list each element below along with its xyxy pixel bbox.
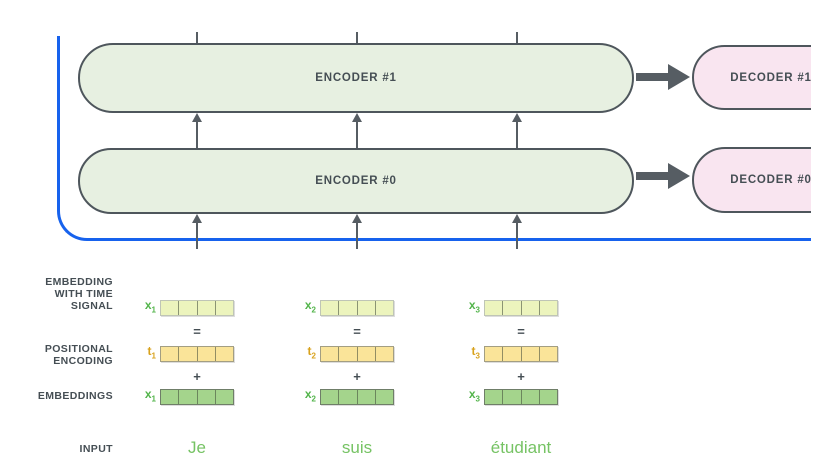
input-label: INPUT [0,443,113,455]
t3-label: t3 [471,344,480,361]
positional-encoding-vector [484,346,558,362]
up-arrow-icon [191,214,203,249]
embedding-vector-row: x1 [132,387,234,405]
embeddings-label: EMBEDDINGS [0,390,113,402]
x3-label: x3 [468,298,480,315]
up-arrow-icon [351,113,363,148]
equals-operator: = [193,324,201,339]
encoder-1-label: ENCODER #1 [315,72,397,84]
label-line: INPUT [79,443,113,455]
equals-operator: = [353,324,361,339]
encoder-stack-outline [57,36,811,241]
x2-label: x2 [304,387,316,404]
decoder-1-box: DECODER #1 [692,45,811,110]
encoder-1-box: ENCODER #1 [78,43,634,113]
positional-encoding-vector [160,346,234,362]
plus-operator: + [517,369,525,384]
up-arrow-icon [191,113,203,148]
decoder-0-label: DECODER #0 [730,174,811,186]
right-clip-region: DECODER #1 DECODER #0 [57,36,811,241]
decoder-0-box: DECODER #0 [692,147,811,213]
embedding-vector [160,389,234,405]
encoder-0-box: ENCODER #0 [78,148,634,214]
positional-encoding-vector [320,346,394,362]
label-line: POSITIONAL [44,343,113,355]
x3-label: x3 [468,387,480,404]
t1-label: t1 [147,344,156,361]
positional-encoding-label: POSITIONAL ENCODING [0,343,113,367]
up-arrow-icon [511,113,523,148]
positional-encoding-vector-row: t2 [292,344,394,362]
up-arrow-icon [511,214,523,249]
input-word: Je [188,438,206,457]
plus-operator: + [353,369,361,384]
x1-label: x1 [144,387,156,404]
label-line: WITH TIME [54,288,113,300]
positional-encoding-vector-row: t1 [132,344,234,362]
label-line: EMBEDDING [45,276,113,288]
plus-operator: + [193,369,201,384]
t2-label: t2 [307,344,316,361]
label-line: ENCODING [53,355,113,367]
x2-label: x2 [304,298,316,315]
embedding-with-time-vector [320,300,394,316]
time-signal-vector-row: x1 [132,298,234,316]
embedding-vector [320,389,394,405]
decoder-1-label: DECODER #1 [730,71,811,84]
x1-label: x1 [144,298,156,315]
embedding-with-time-signal-label: EMBEDDING WITH TIME SIGNAL [0,276,113,312]
time-signal-vector-row: x3 [456,298,558,316]
output-stub-line [195,32,198,43]
label-line: EMBEDDINGS [37,390,113,402]
output-stub-line [515,32,518,43]
encoder-to-decoder-arrow-icon [636,64,690,90]
equals-operator: = [517,324,525,339]
embedding-vector-row: x2 [292,387,394,405]
positional-encoding-vector-row: t3 [456,344,558,362]
up-arrow-icon [351,214,363,249]
embedding-vector-row: x3 [456,387,558,405]
embedding-with-time-vector [484,300,558,316]
embedding-with-time-vector [160,300,234,316]
encoder-0-label: ENCODER #0 [315,175,397,187]
encoder-to-decoder-arrow-icon [636,163,690,189]
input-word: suis [341,438,373,457]
output-stub-line [355,32,358,43]
input-word: étudiant [490,438,552,457]
embedding-vector [484,389,558,405]
time-signal-vector-row: x2 [292,298,394,316]
label-line: SIGNAL [70,300,113,312]
